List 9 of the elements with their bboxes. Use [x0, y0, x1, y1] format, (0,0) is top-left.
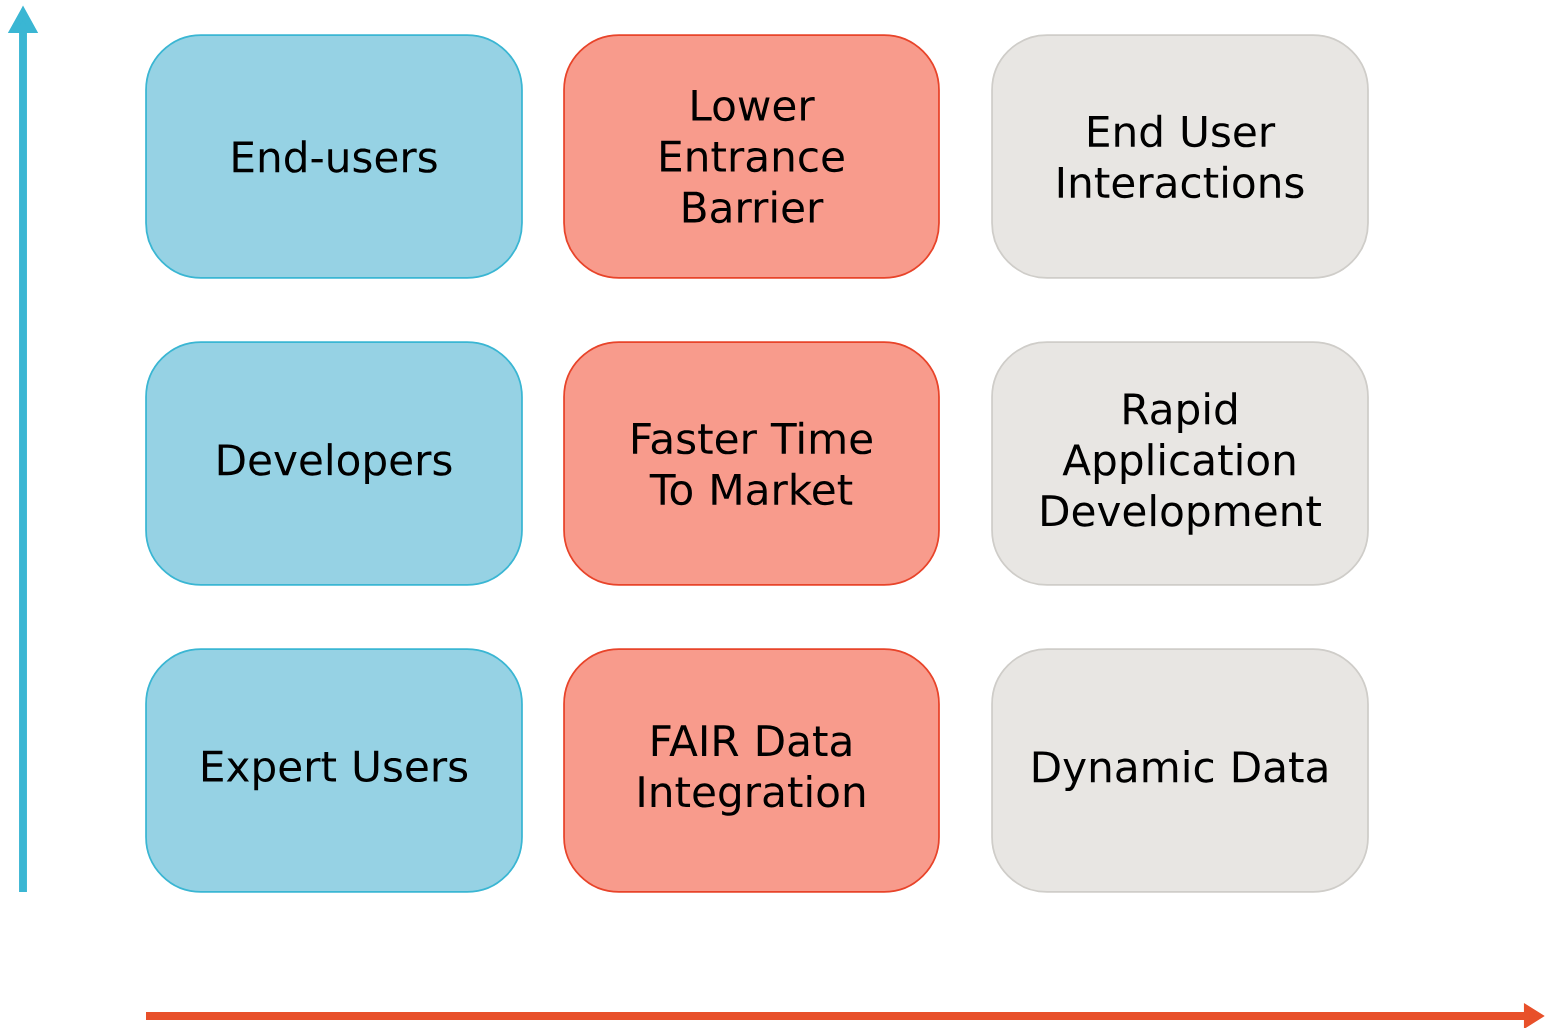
feature-box: End User Interactions	[991, 34, 1369, 279]
name-box: Expert Users	[145, 648, 523, 893]
benefit-box: Faster Time To Market	[563, 341, 940, 586]
feature-box: Rapid Application Development	[991, 341, 1369, 586]
feature-box: Dynamic Data	[991, 648, 1369, 893]
name-box: Developers	[145, 341, 523, 586]
benefit-box: FAIR Data Integration	[563, 648, 940, 893]
benefit-box: Lower Entrance Barrier	[563, 34, 940, 279]
name-box: End-users	[145, 34, 523, 279]
